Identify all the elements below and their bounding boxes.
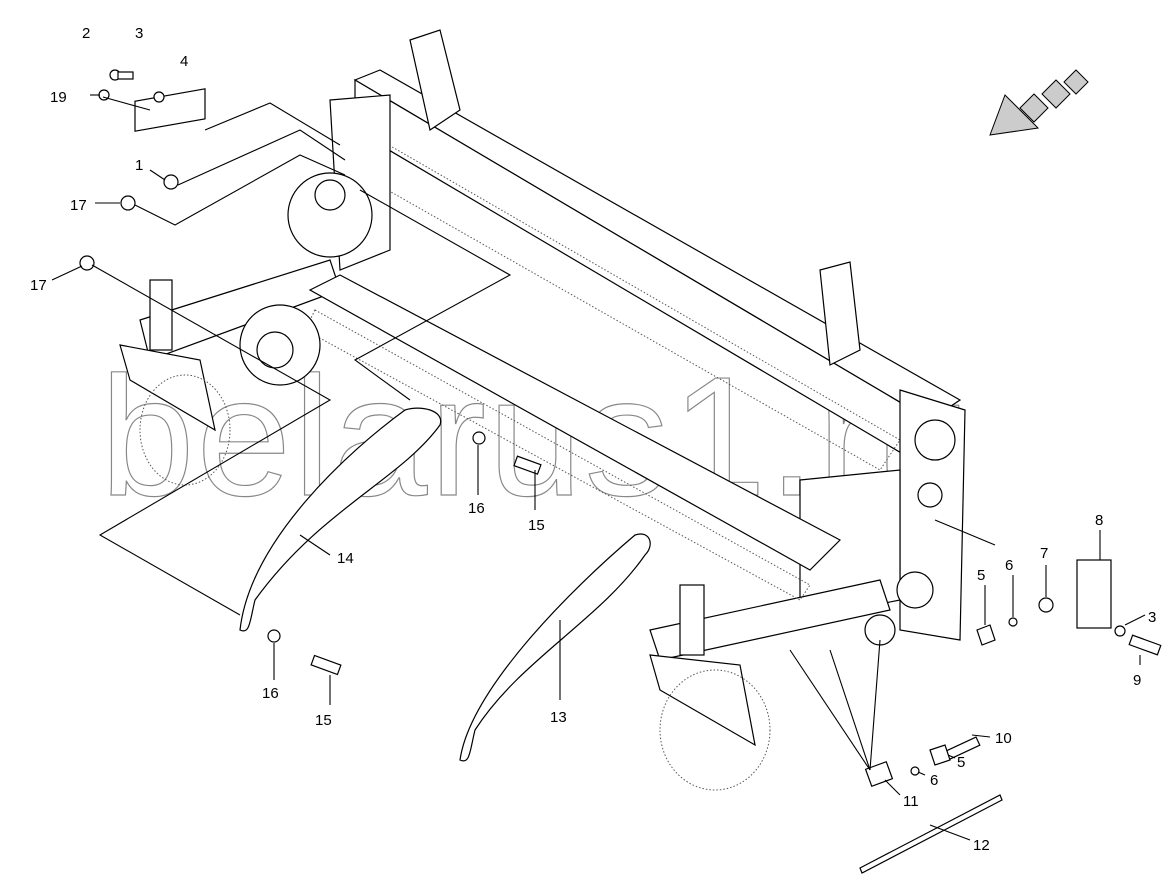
callout-6: 6 xyxy=(930,772,938,789)
callouts: 2 3 4 19 1 17 17 16 15 14 16 15 13 8 7 6… xyxy=(30,25,1156,854)
callout-10: 10 xyxy=(995,730,1012,747)
callout-1: 1 xyxy=(135,157,143,174)
callout-5: 5 xyxy=(957,754,965,771)
callout-15: 15 xyxy=(315,712,332,729)
leader-lines xyxy=(51,94,1146,841)
callout-13: 13 xyxy=(550,709,567,726)
callout-12: 12 xyxy=(973,837,990,854)
callout-16: 16 xyxy=(262,685,279,702)
callout-17: 17 xyxy=(70,197,87,214)
callout-19: 19 xyxy=(50,89,67,106)
callout-2: 2 xyxy=(82,25,90,42)
callout-3: 3 xyxy=(1148,609,1156,626)
right-gear xyxy=(914,419,956,461)
callout-6: 6 xyxy=(1005,557,1013,574)
callout-4: 4 xyxy=(180,53,188,70)
callout-15: 15 xyxy=(528,517,545,534)
callout-11: 11 xyxy=(903,793,919,810)
travel-direction-arrow-icon xyxy=(989,69,1089,136)
callout-17: 17 xyxy=(30,277,47,294)
callout-5: 5 xyxy=(977,567,985,584)
callout-7: 7 xyxy=(1040,545,1048,562)
callout-16: 16 xyxy=(468,500,485,517)
shield-13 xyxy=(459,533,651,762)
left-gauge-wheel xyxy=(119,279,231,486)
callout-14: 14 xyxy=(337,550,354,567)
callout-8: 8 xyxy=(1095,512,1103,529)
drive-drum xyxy=(287,172,373,258)
shield-14 xyxy=(239,407,442,632)
right-gauge-wheel xyxy=(649,584,771,791)
callout-3: 3 xyxy=(135,25,143,42)
callout-9: 9 xyxy=(1133,672,1141,689)
